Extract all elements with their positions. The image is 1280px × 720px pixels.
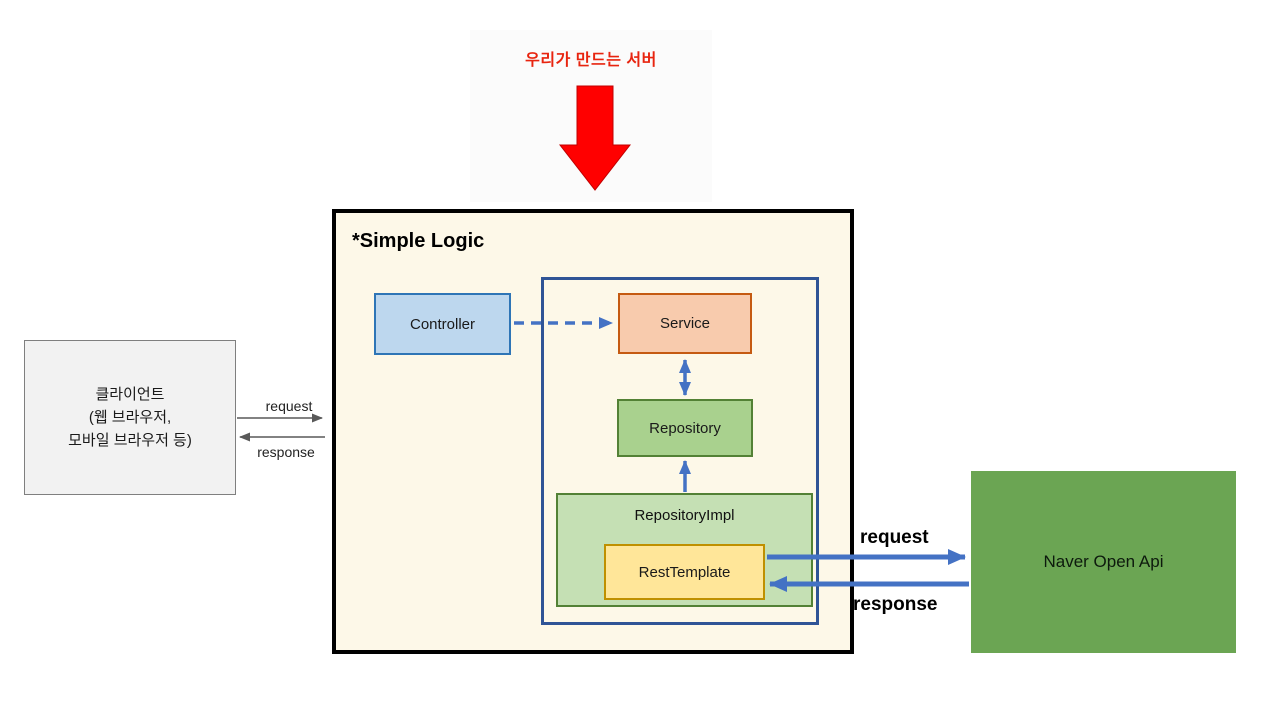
naver-response-label: response: [853, 594, 938, 615]
repository-label: Repository: [649, 419, 721, 437]
naver-open-api-label: Naver Open Api: [1043, 552, 1164, 571]
service-node: Service: [618, 293, 752, 354]
client-request-label: request: [265, 398, 313, 414]
client-node: 클라이언트 (웹 브라우저, 모바일 브라우저 등): [24, 340, 236, 495]
simple-logic-title: *Simple Logic: [352, 230, 485, 252]
repository-node: Repository: [617, 399, 753, 457]
client-label-line2: (웹 브라우저,: [88, 408, 172, 426]
client-label-line1: 클라이언트: [95, 385, 165, 403]
service-label: Service: [659, 315, 711, 332]
top-banner: 우리가 만드는 서버: [470, 30, 712, 202]
service-layer-group-box: [541, 277, 819, 625]
controller-node: Controller: [374, 293, 511, 355]
client-response-label: response: [257, 444, 315, 460]
rest-template-label: RestTemplate: [638, 563, 731, 581]
top-banner-label: 우리가 만드는 서버: [525, 52, 657, 69]
naver-open-api-node: Naver Open Api: [971, 471, 1236, 653]
controller-label: Controller: [409, 315, 476, 333]
repository-impl-label: RepositoryImpl: [634, 507, 735, 524]
rest-template-node: RestTemplate: [604, 544, 765, 600]
client-label-line3: 모바일 브라우저 등): [68, 432, 192, 450]
naver-request-label: request: [860, 527, 929, 548]
